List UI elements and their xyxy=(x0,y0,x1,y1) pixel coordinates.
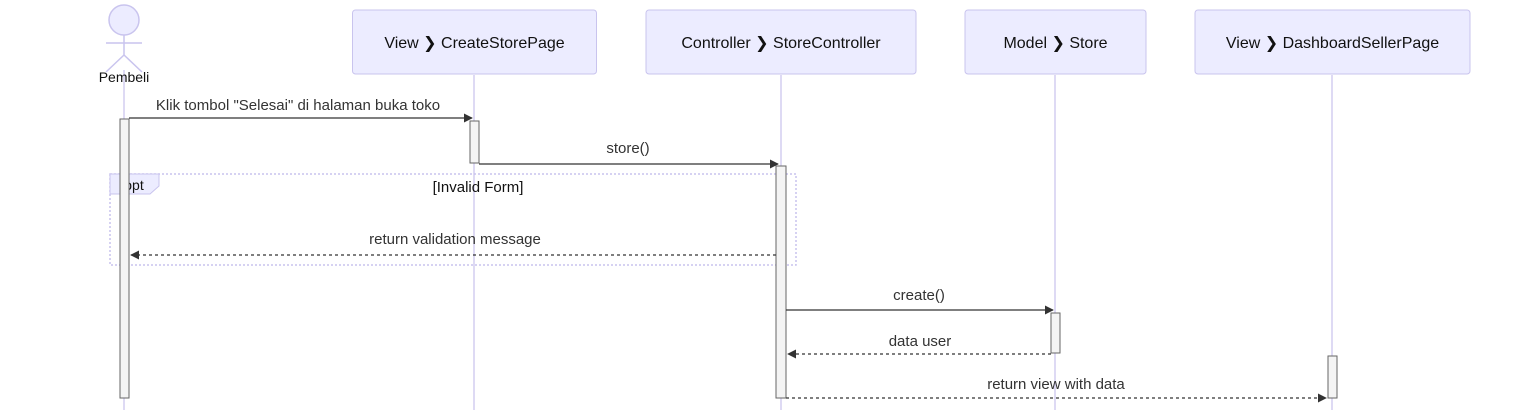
participant-box xyxy=(1194,9,1471,75)
actor-left-leg xyxy=(105,54,125,73)
participant-storecontroller: Controller ❯ StoreController xyxy=(645,9,917,75)
message-label: return validation message xyxy=(369,231,541,248)
activation-pembeli xyxy=(119,118,130,399)
message-label: data user xyxy=(889,333,952,350)
message-return-validation: return validation message xyxy=(130,231,776,260)
message-store: store() xyxy=(479,140,779,169)
actor-right-leg xyxy=(123,54,143,73)
fragment-frame xyxy=(109,173,797,266)
participant-box xyxy=(964,9,1147,75)
message-data-user: data user xyxy=(787,333,1051,359)
message-create: create() xyxy=(786,287,1054,315)
participant-createstore: View ❯ CreateStorePage xyxy=(352,9,597,75)
message-label: create() xyxy=(893,287,945,304)
participant-label: Model ❯ Store xyxy=(1003,35,1107,52)
fragment-condition: [Invalid Form] xyxy=(433,179,524,196)
participant-box xyxy=(352,9,597,75)
actor-head-icon xyxy=(108,4,140,36)
activation-store xyxy=(1050,312,1061,354)
opt-fragment: opt [Invalid Form] xyxy=(109,173,797,266)
participant-store: Model ❯ Store xyxy=(964,9,1147,75)
participant-box xyxy=(645,9,917,75)
message-label: store() xyxy=(606,140,649,157)
actor-label: Pembeli xyxy=(99,69,150,85)
message-label: Klik tombol "Selesai" di halaman buka to… xyxy=(156,97,440,114)
participant-label: View ❯ CreateStorePage xyxy=(384,35,564,52)
message-label: return view with data xyxy=(987,376,1125,393)
activation-dashboard xyxy=(1327,355,1338,399)
participant-label: Controller ❯ StoreController xyxy=(681,35,881,52)
message-return-view: return view with data xyxy=(786,376,1327,403)
participant-label: View ❯ DashboardSellerPage xyxy=(1226,35,1439,52)
message-klik-selesai: Klik tombol "Selesai" di halaman buka to… xyxy=(129,97,473,123)
activation-createstore xyxy=(469,120,480,164)
participant-dashboard: View ❯ DashboardSellerPage xyxy=(1194,9,1471,75)
actor-pembeli: Pembeli xyxy=(99,4,150,85)
activation-storecontroller xyxy=(775,165,787,399)
